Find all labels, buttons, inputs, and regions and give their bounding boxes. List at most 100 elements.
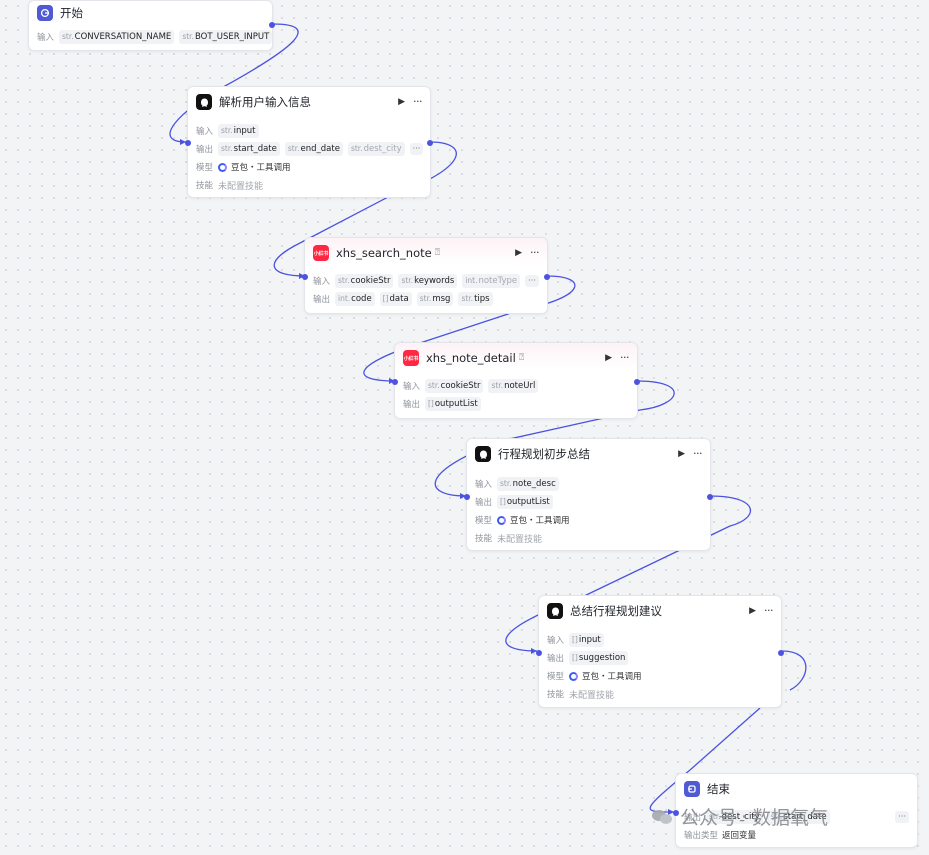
play-icon[interactable]: ▶ bbox=[749, 605, 756, 616]
input-label: 输入 bbox=[196, 127, 214, 137]
param-chip: []input bbox=[569, 633, 604, 647]
input-label: 输入 bbox=[547, 636, 565, 646]
param-chip: str.CONVERSATION_NAME bbox=[59, 30, 175, 44]
input-port[interactable] bbox=[185, 140, 191, 146]
end-node[interactable]: 结束 输出 str.dest_city str.start_date ··· 输… bbox=[673, 773, 918, 848]
more-icon[interactable]: ··· bbox=[693, 447, 703, 460]
doubao-model-icon bbox=[218, 162, 227, 172]
plugin-node-xhs-search[interactable]: 小红书 xhs_search_note ⍰ ▶ ··· 输入 str.cookie… bbox=[302, 237, 550, 314]
input-port[interactable] bbox=[673, 810, 679, 816]
watermark-right: 数据氧气 bbox=[752, 807, 829, 829]
plugin-tag-icon: ⍰ bbox=[518, 353, 525, 363]
start-node[interactable]: 开始 输入 str.CONVERSATION_NAME str.BOT_USER… bbox=[28, 0, 275, 51]
xiaohongshu-icon: 小红书 bbox=[313, 245, 329, 261]
output-label: 输出 bbox=[403, 400, 421, 410]
play-icon[interactable]: ▶ bbox=[515, 247, 522, 258]
output-port[interactable] bbox=[778, 650, 784, 656]
input-port[interactable] bbox=[464, 494, 470, 500]
play-icon[interactable]: ▶ bbox=[605, 352, 612, 363]
param-chip: str.msg bbox=[416, 292, 454, 306]
model-label: 模型 bbox=[196, 163, 214, 173]
more-params-button[interactable]: ··· bbox=[895, 811, 909, 823]
doubao-model-icon bbox=[569, 671, 578, 681]
output-port[interactable] bbox=[707, 494, 713, 500]
param-chip: str.cookieStr bbox=[335, 274, 394, 288]
robot-icon bbox=[196, 94, 212, 110]
xiaohongshu-icon: 小红书 bbox=[403, 350, 419, 366]
output-label: 输出 bbox=[196, 145, 214, 155]
param-chip: str.BOT_USER_INPUT bbox=[179, 30, 273, 44]
watermark-dot bbox=[743, 815, 747, 818]
output-label: 输出 bbox=[313, 295, 331, 305]
param-chip: str.noteUrl bbox=[488, 379, 539, 393]
param-chip: str.dest_city bbox=[347, 142, 405, 156]
input-port[interactable] bbox=[302, 274, 308, 280]
param-chip: str.input bbox=[218, 124, 259, 138]
robot-icon bbox=[547, 603, 563, 619]
param-chip: str.note_desc bbox=[497, 477, 559, 491]
skill-value: 未配置技能 bbox=[218, 181, 264, 192]
more-icon[interactable]: ··· bbox=[764, 604, 774, 617]
more-params-button[interactable]: ··· bbox=[409, 143, 424, 155]
output-label: 输出 bbox=[547, 654, 565, 664]
param-chip: str.dest_city bbox=[706, 810, 763, 824]
param-chip: str.start_date bbox=[767, 810, 830, 824]
input-port[interactable] bbox=[392, 379, 398, 385]
plugin-tag-icon: ⍰ bbox=[434, 248, 441, 258]
output-port[interactable] bbox=[544, 274, 550, 280]
wechat-icon bbox=[652, 808, 674, 826]
more-icon[interactable]: ··· bbox=[620, 351, 630, 364]
skill-value: 未配置技能 bbox=[569, 690, 615, 701]
output-label: 输出 bbox=[684, 813, 702, 823]
doubao-model-icon bbox=[497, 515, 506, 525]
skill-label: 技能 bbox=[475, 534, 493, 544]
output-port[interactable] bbox=[634, 379, 640, 385]
param-chip: int.code bbox=[335, 292, 375, 306]
skill-label: 技能 bbox=[547, 690, 565, 700]
param-chip: str.cookieStr bbox=[425, 379, 484, 393]
node-title: xhs_note_detail bbox=[426, 351, 516, 365]
end-icon bbox=[684, 781, 700, 797]
model-name: 豆包・工具调用 bbox=[231, 163, 291, 173]
skill-label: 技能 bbox=[196, 181, 214, 191]
llm-node-plan[interactable]: 行程规划初步总结 ▶ ··· 输入 str.note_desc 输出 []outp… bbox=[464, 438, 713, 551]
model-label: 模型 bbox=[475, 516, 493, 526]
skill-value: 未配置技能 bbox=[497, 534, 543, 545]
model-name: 豆包・工具调用 bbox=[582, 672, 642, 682]
param-chip: str.keywords bbox=[398, 274, 458, 288]
output-label: 输出 bbox=[475, 498, 493, 508]
node-title: 行程规划初步总结 bbox=[498, 447, 590, 461]
model-name: 豆包・工具调用 bbox=[510, 516, 570, 526]
play-icon[interactable]: ▶ bbox=[678, 448, 685, 459]
input-label: 输入 bbox=[475, 480, 493, 490]
param-chip: []outputList bbox=[425, 397, 481, 411]
param-chip: str.end_date bbox=[284, 142, 343, 156]
llm-node-suggest[interactable]: 总结行程规划建议 ▶··· 输入 []input 输出 []suggestion… bbox=[536, 595, 784, 708]
param-chip: []data bbox=[379, 292, 412, 306]
robot-icon bbox=[475, 446, 491, 462]
llm-node-parse[interactable]: 解析用户输入信息 ▶··· 输入 str.input 输出 str.start_… bbox=[185, 86, 433, 198]
node-title: 解析用户输入信息 bbox=[219, 95, 311, 109]
watermark: 公众号 数据氧气 bbox=[652, 803, 828, 830]
input-label: 输入 bbox=[403, 382, 421, 392]
plugin-node-xhs-detail[interactable]: 小红书 xhs_note_detail ⍰ ▶ ··· 输入 str.cookie… bbox=[392, 342, 640, 419]
output-type-value: 返回变量 bbox=[722, 831, 757, 841]
param-chip: []outputList bbox=[497, 495, 553, 509]
more-params-button[interactable]: ··· bbox=[525, 275, 539, 287]
output-type-label: 输出类型 bbox=[684, 831, 719, 841]
input-port[interactable] bbox=[536, 650, 542, 656]
node-title: 总结行程规划建议 bbox=[570, 604, 662, 618]
more-icon[interactable]: ··· bbox=[413, 95, 423, 108]
watermark-left: 公众号 bbox=[680, 807, 738, 829]
start-icon bbox=[37, 5, 53, 21]
output-port[interactable] bbox=[427, 140, 433, 146]
play-icon[interactable]: ▶ bbox=[398, 96, 405, 107]
more-icon[interactable]: ··· bbox=[530, 246, 540, 259]
output-port[interactable] bbox=[269, 22, 275, 28]
node-title: 结束 bbox=[707, 782, 730, 796]
param-chip: str.tips bbox=[458, 292, 493, 306]
input-label: 输入 bbox=[313, 277, 331, 287]
input-label: 输入 bbox=[37, 33, 55, 43]
node-title: xhs_search_note bbox=[336, 246, 432, 260]
